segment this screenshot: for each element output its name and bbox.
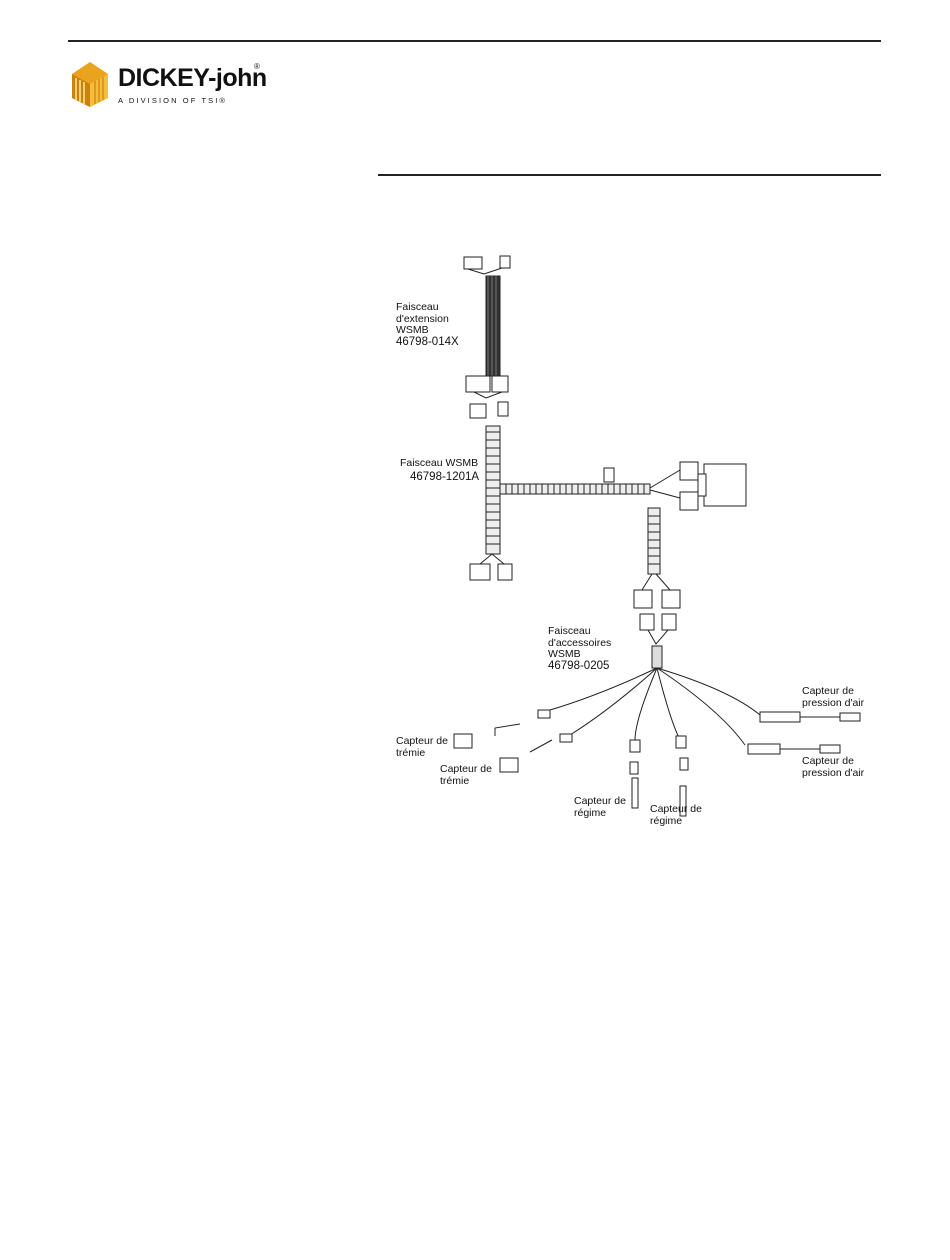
extension-harness-label: Faisceau d'extension WSMB 46798-014X bbox=[396, 302, 459, 348]
brand-registered-mark: ® bbox=[254, 62, 260, 71]
brand-name: DICKEY-john bbox=[118, 64, 267, 93]
hopper-sensor-label-1: Capteur de trémie bbox=[396, 736, 448, 759]
speed-sensor-label-1: Capteur de régime bbox=[574, 796, 626, 819]
air-pressure-sensor-label-1: Capteur de pression d'air bbox=[802, 686, 864, 709]
brand-tagline: A DIVISION OF TSI® bbox=[118, 96, 227, 105]
logo-mark-icon bbox=[68, 60, 112, 108]
wsmb-harness-label: Faisceau WSMB 46798-1201A bbox=[400, 458, 479, 483]
harness-diagram: Faisceau d'extension WSMB 46798-014X Fai… bbox=[380, 240, 880, 840]
accessory-harness-drawing bbox=[454, 614, 860, 816]
extension-harness-part-number: 46798-014X bbox=[396, 337, 459, 349]
accessory-harness-part-number: 46798-0205 bbox=[548, 661, 611, 673]
extension-harness-drawing bbox=[464, 256, 510, 398]
air-pressure-sensor-label-2: Capteur de pression d'air bbox=[802, 756, 864, 779]
section-rule bbox=[378, 174, 881, 176]
speed-sensor-label-2: Capteur de régime bbox=[650, 804, 702, 827]
accessory-harness-label: Faisceau d'accessoires WSMB 46798-0205 bbox=[548, 626, 611, 672]
hopper-sensor-label-2: Capteur de trémie bbox=[440, 764, 492, 787]
wsmb-harness-part-number: 46798-1201A bbox=[410, 472, 479, 484]
brand-logo: DICKEY-john ® A DIVISION OF TSI® bbox=[68, 60, 288, 112]
top-rule bbox=[68, 40, 881, 42]
wsmb-harness-drawing bbox=[470, 402, 746, 608]
